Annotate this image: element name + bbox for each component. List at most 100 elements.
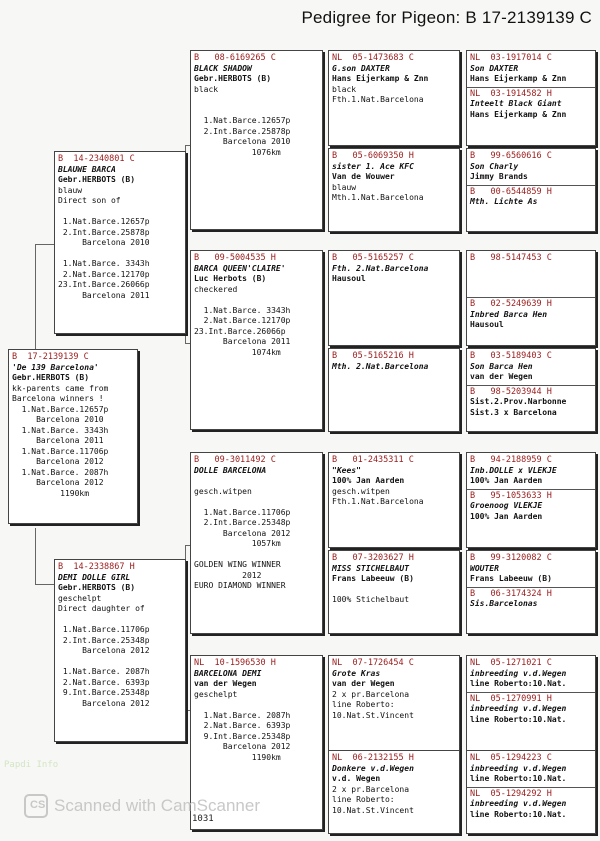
info-line: Direct son of (58, 196, 121, 205)
info-line: 1.Nat.Barce.12657p (12, 404, 109, 414)
ring-number: NL 05-1473683 C (332, 53, 414, 63)
pigeon-name: G.son DAXTER (332, 63, 390, 73)
ring-number: B 98-5203944 H (470, 386, 552, 397)
info-line: 1190km (194, 752, 281, 762)
breeder-name: Hans Eijerkamp & Znn (470, 74, 567, 83)
pigeon-name: Inb.DOLLE x VLEKJE (470, 465, 557, 475)
pigeon-name: inbreeding v.d.Wegen (470, 704, 567, 713)
ring-number: B 14-2340801 C (58, 154, 135, 164)
breeder-name: van der Wegen (470, 372, 533, 381)
breeder-name: Luc Herbots (B) (194, 274, 267, 283)
info-line: Barcelona winners ! (12, 394, 104, 403)
breeder-name: van der Wegen (332, 679, 395, 688)
pigeon-name: BARCELONA DEMI (194, 668, 262, 678)
info-line (58, 207, 182, 218)
stamp-text: Papdi Info (4, 760, 59, 770)
pigeon-name: Son DAXTER (470, 63, 519, 73)
ring-number: B 99-6560616 C (470, 151, 552, 161)
ring-number: B 17-2139139 C (12, 352, 89, 362)
page-title: Pedigree for Pigeon: B 17-2139139 C (301, 8, 592, 27)
info-line: blauw (332, 182, 357, 192)
scanner-watermark-text: Scanned with CamScanner (54, 796, 261, 815)
info-line: 9.Int.Barce.25348p (58, 688, 150, 697)
info-line: 1.Nat.Barce.12657p (194, 116, 291, 125)
info-line (470, 264, 592, 275)
breeder-name: line Roberto:10.Nat. (470, 679, 567, 688)
pigeon-name: Donkere v.d.Wegen (332, 763, 414, 773)
info-line: 2.Int.Barce.25878p (58, 227, 150, 237)
info-line (194, 295, 319, 306)
pigeon-name: BARCA QUEEN'CLAIRE' (194, 263, 286, 273)
breeder-name: Hans Eijerkamp & Znn (332, 74, 429, 83)
info-line: Barcelona 2011 (194, 337, 291, 346)
pigeon-name: Inteelt Black Giant (470, 99, 562, 108)
ring-number: NL 03-1914582 H (470, 88, 552, 99)
info-line: 1.Nat.Barce.12657p (58, 217, 150, 226)
info-line: Barcelona 2010 (12, 415, 104, 424)
info-line: 2.Nat.Barce. 6393p (194, 721, 291, 730)
breeder-name: line Roberto:10.Nat. (470, 809, 567, 819)
info-line: 23.Int.Barce.26066p (58, 280, 150, 289)
info-line (194, 550, 319, 561)
box-divider (467, 786, 595, 788)
info-line: geschelpt (194, 689, 238, 699)
pigeon-name: sister 1. Ace KFC (332, 161, 414, 171)
info-line: Mth.1.Nat.Barcelona (332, 193, 424, 202)
info-line: 2.Nat.Barce.12170p (58, 269, 150, 279)
info-line: 1.Nat.Barce. 3343h (58, 259, 150, 268)
breeder-name: Sist.3 x Barcelona (470, 407, 557, 417)
info-line: GOLDEN WING WINNER (194, 560, 281, 569)
info-line: Barcelona 2011 (58, 290, 150, 300)
info-line: Barcelona 2010 (194, 137, 291, 146)
info-line: Fth.1.Nat.Barcelona (332, 497, 424, 506)
ring-number: NL 03-1917014 C (470, 53, 552, 63)
ring-number: B 00-6544859 H (470, 186, 552, 197)
info-line: checkered (194, 284, 238, 294)
ring-number: B 03-5189403 C (470, 351, 552, 361)
info-line: 9.Int.Barce.25348p (194, 731, 291, 741)
info-line: blauw (58, 185, 83, 195)
info-line: 1.Nat.Barce.11706p (194, 507, 291, 517)
pigeon-name: Mth. 2.Nat.Barcelona (332, 361, 429, 371)
page-number: 1031 (192, 814, 214, 824)
pigeon-name: Grote Kras (332, 668, 381, 678)
info-line: Fth.1.Nat.Barcelona (332, 95, 424, 104)
info-line: black (332, 84, 357, 94)
ring-number: B 14-2338867 H (58, 562, 135, 572)
ring-number: B 94-2188959 C (470, 455, 552, 465)
info-line: 2 x pr.Barcelona (332, 689, 410, 699)
info-line (194, 476, 319, 487)
ring-number: B 05-5165257 C (332, 253, 414, 263)
box-divider (467, 297, 595, 298)
ring-number: B 05-6069350 H (332, 151, 414, 161)
ring-number: NL 05-1271021 C (470, 658, 552, 668)
box-divider (467, 488, 595, 490)
pigeon-name: MISS STICHELBAUT (332, 563, 410, 573)
info-line: 1057km (194, 539, 281, 548)
ring-number: B 09-3011492 C (194, 455, 276, 465)
breeder-name: Gebr.HERBOTS (B) (12, 373, 90, 382)
breeder-name: Gebr.HERBOTS (B) (58, 175, 136, 184)
pigeon-name: DOLLE BARCELONA (194, 465, 267, 475)
info-line: black (194, 84, 219, 94)
pigeon-name: Son Charly (470, 161, 519, 171)
info-line: 100% Stichelbaut (332, 595, 410, 604)
pedigree-box-b-main: B 17-2139139 C'De 139 Barcelona'Gebr.HER… (8, 349, 138, 524)
pigeon-name: Inbred Barca Hen (470, 309, 548, 319)
box-divider (467, 86, 595, 88)
ring-number: B 95-1053633 H (470, 490, 552, 501)
pigeon-name: inbreeding v.d.Wegen (470, 668, 567, 678)
info-line: 1190km (12, 488, 90, 498)
pigeon-name: BLACK SHADOW (194, 63, 252, 73)
info-line (194, 95, 319, 106)
